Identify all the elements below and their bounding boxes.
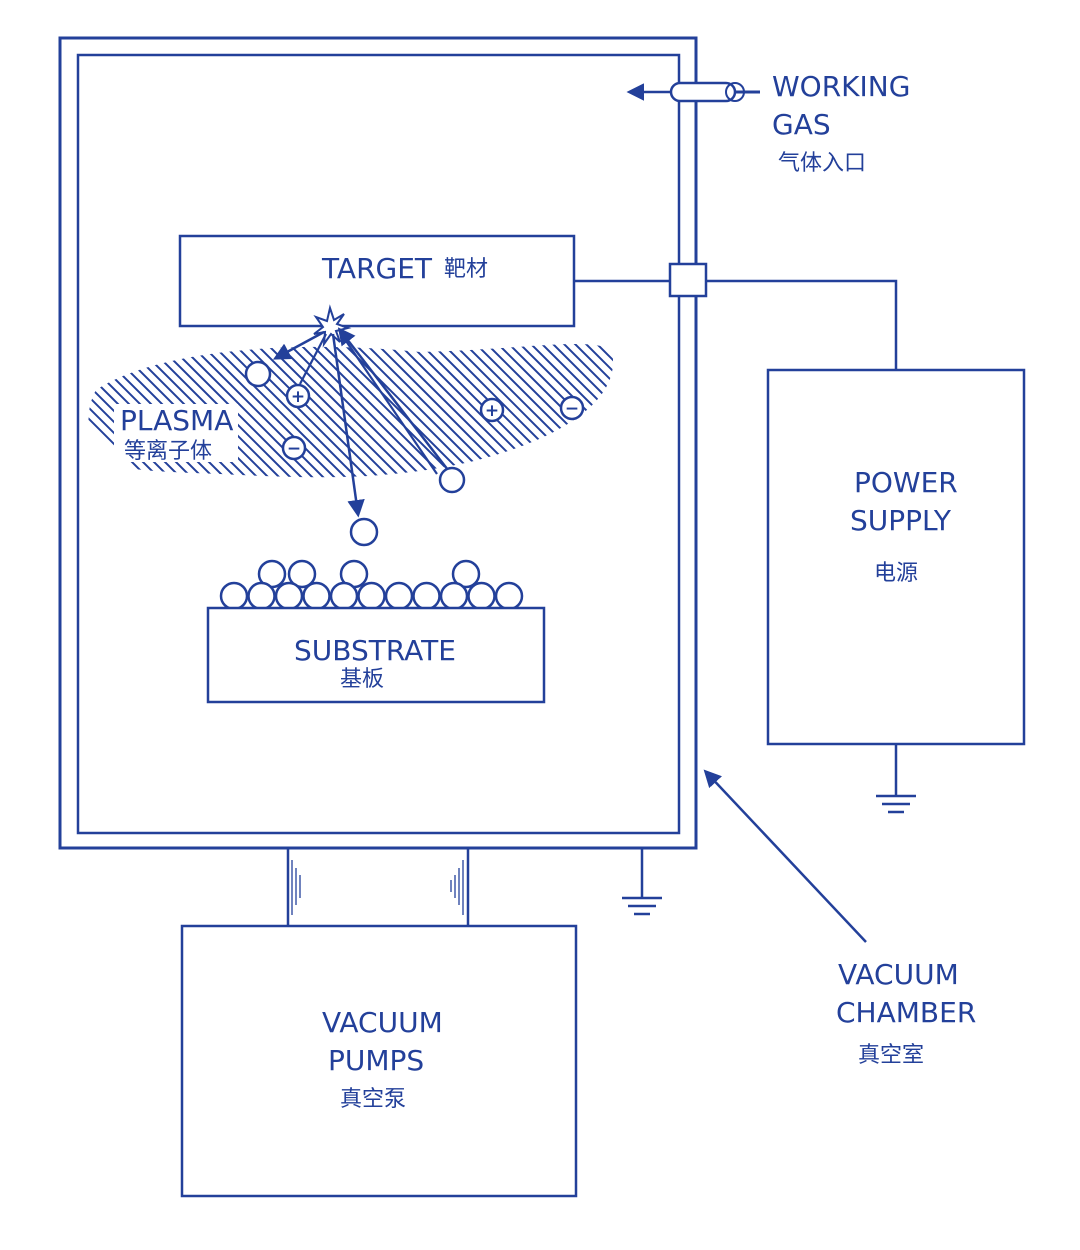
substrate-box <box>206 606 546 704</box>
svg-text:+: + <box>485 401 499 421</box>
working-gas-label-cn: 气体入口 <box>778 151 866 176</box>
hatch-line <box>186 343 348 478</box>
deposited-film <box>219 559 524 611</box>
hatch-line <box>274 343 436 478</box>
film-atom <box>329 581 359 611</box>
hatch-line <box>593 343 614 478</box>
vacuum-pumps-label: VACUUM <box>322 1006 443 1039</box>
working-gas-label-2: GAS <box>772 108 831 141</box>
svg-text:−: − <box>565 399 579 419</box>
power-wire <box>574 279 898 370</box>
hatch-line <box>318 343 480 478</box>
svg-text:−: − <box>287 439 301 459</box>
film-atom <box>439 581 469 611</box>
impact-flash <box>313 304 352 348</box>
pump-connections <box>286 848 470 926</box>
film-atom <box>302 581 331 611</box>
hatch-line <box>197 343 359 478</box>
vacuum-chamber-label-2: CHAMBER <box>836 996 976 1029</box>
power-supply-label: POWER <box>854 466 958 499</box>
incoming-ion <box>438 466 466 494</box>
hatch-line <box>219 343 381 478</box>
power-supply-label-2: SUPPLY <box>850 504 952 537</box>
hatch-line <box>560 343 614 478</box>
hatch-line <box>88 343 161 478</box>
vacuum-chamber-label-cn: 真空室 <box>858 1043 924 1068</box>
film-atom <box>451 559 481 589</box>
film-atom <box>384 581 414 611</box>
film-atom <box>247 581 276 611</box>
vacuum-chamber-label: VACUUM <box>838 958 959 991</box>
power-supply-box <box>766 368 1026 746</box>
hatch-line <box>175 343 337 478</box>
target-box <box>178 234 576 328</box>
hatch-line <box>230 343 392 478</box>
particle-trajectories <box>272 327 449 518</box>
plasma-label: PLASMA <box>120 404 233 437</box>
hatch-line <box>627 330 787 490</box>
chamber-callout-arrow <box>703 769 867 943</box>
vacuum-pumps-label-cn: 真空泵 <box>340 1087 406 1112</box>
hatch-line <box>571 343 614 478</box>
film-atom <box>467 581 496 611</box>
gas-inlet <box>626 81 760 103</box>
film-atom <box>219 581 249 611</box>
positive-ion: + <box>285 383 311 409</box>
positive-ion: + <box>479 397 505 423</box>
ground-symbol-chamber <box>622 848 662 916</box>
film-atom <box>494 581 524 611</box>
hatch-line <box>549 343 614 478</box>
hatch-line <box>285 343 447 478</box>
substrate-label: SUBSTRATE <box>294 634 456 667</box>
power-supply-label-cn: 电源 <box>874 561 918 586</box>
target-label-cn: 靶材 <box>444 257 488 282</box>
electrical-feedthrough <box>668 262 708 298</box>
hatch-line <box>88 343 194 478</box>
vacuum-pumps-box <box>180 924 578 1198</box>
svg-text:+: + <box>291 387 305 407</box>
sputtered-atom <box>349 517 379 547</box>
film-atom <box>412 581 441 611</box>
hatch-line <box>208 343 370 478</box>
hatch-line <box>538 343 614 478</box>
hatch-line <box>88 343 172 478</box>
film-atom <box>274 581 304 611</box>
working-gas-label: WORKING <box>772 70 910 103</box>
substrate-label-cn: 基板 <box>340 667 384 692</box>
plasma-label-backing <box>114 404 238 462</box>
hatch-line <box>505 343 614 478</box>
film-atom <box>357 581 386 611</box>
vacuum-pumps-label-2: PUMPS <box>328 1044 424 1077</box>
target-label: TARGET <box>321 252 433 285</box>
film-atom <box>287 559 317 589</box>
hatch-line <box>88 343 183 478</box>
hatch-line <box>604 343 614 478</box>
vacuum-chamber <box>58 36 698 850</box>
ejected-atom <box>244 360 272 388</box>
hatch-line <box>582 343 614 478</box>
ground-symbol-power-supply <box>876 744 916 814</box>
hatch-line <box>241 343 403 478</box>
negative-ion: − <box>281 435 307 461</box>
negative-ion: − <box>559 395 585 421</box>
plasma-label-cn: 等离子体 <box>124 439 212 464</box>
